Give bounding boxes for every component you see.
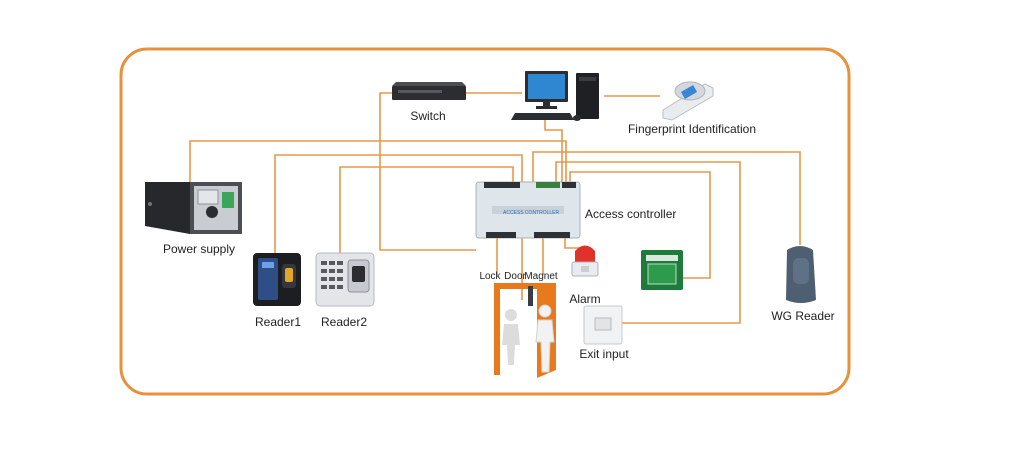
controller-panel-label: ACCESS CONTROLLER xyxy=(503,210,560,216)
wire-computer-controller xyxy=(544,120,563,182)
desktop-computer-icon xyxy=(511,71,599,121)
door-label: Door xyxy=(504,271,526,282)
power-supply-box-icon xyxy=(145,182,242,234)
wiegand-card-reader-icon xyxy=(786,246,816,303)
exit-button-icon xyxy=(583,305,623,345)
alarm-label: Alarm xyxy=(569,292,601,306)
access-controller-label: Access controller xyxy=(585,207,677,221)
wire-wg-controller xyxy=(532,151,801,245)
wire-reader2-controller xyxy=(339,166,514,253)
wire-reader1-controller xyxy=(274,154,523,253)
keypad-fingerprint-reader-icon xyxy=(315,252,375,307)
reader2-label: Reader2 xyxy=(320,315,368,329)
wire-switch-controller xyxy=(379,92,476,251)
wiring xyxy=(189,92,801,324)
siren-icon xyxy=(571,245,599,277)
exit-input-label: Exit input xyxy=(579,347,629,361)
access-controller-icon xyxy=(475,181,581,239)
door-with-people-icon xyxy=(494,283,556,378)
power-supply-label: Power supply xyxy=(162,242,236,256)
wg-reader-label: WG Reader xyxy=(771,309,835,323)
reader1-label: Reader1 xyxy=(254,315,302,329)
emergency-break-glass-icon xyxy=(641,250,683,290)
fingerprint-scanner-icon xyxy=(662,81,714,121)
fingerprint-label: Fingerprint Identification xyxy=(627,122,757,136)
face-fingerprint-reader-icon xyxy=(253,253,301,306)
switch-label: Switch xyxy=(410,109,446,123)
wire-emergency-controller xyxy=(569,171,711,279)
magnet-label: Magnet xyxy=(524,271,558,282)
lock-label: Lock xyxy=(479,271,501,282)
network-switch-icon xyxy=(392,82,466,100)
wire-exit-controller xyxy=(555,161,741,324)
